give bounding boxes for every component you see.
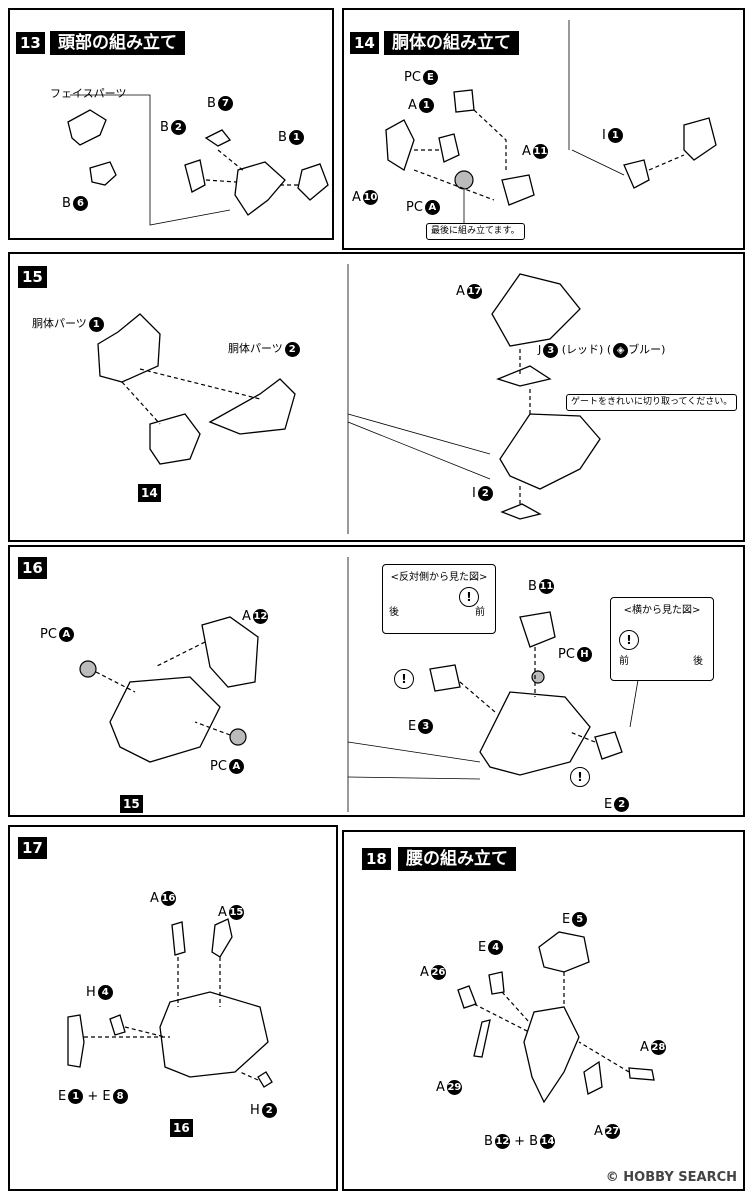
step-number: 18 <box>362 848 391 870</box>
body-join-diagram <box>97 264 601 534</box>
opposite-side-view-callout: <反対側から見た図> 後 前 ! <box>382 564 496 634</box>
assemble-last-note: 最後に組み立てます。 <box>426 223 525 240</box>
step-number: 16 <box>18 557 47 579</box>
head-assembly-diagram <box>67 94 329 226</box>
side-view-callout: <横から見た図> 前 後 ! <box>610 597 714 681</box>
step-number: 13 <box>16 32 45 54</box>
step-title: 腰の組み立て <box>398 847 516 871</box>
step-title: 頭部の組み立て <box>50 31 185 55</box>
step-title: 胴体の組み立て <box>384 31 519 55</box>
alt-part-icon: ◈ <box>613 342 629 358</box>
step-15-reference: 15 <box>120 795 143 813</box>
caution-icon: ! <box>619 630 639 650</box>
step-16-reference: 16 <box>170 1119 193 1137</box>
hip-joint-diagram <box>67 918 273 1088</box>
copyright-icon: © <box>605 1170 619 1185</box>
caution-icon: ! <box>459 587 479 607</box>
caution-icon: ! <box>570 767 590 787</box>
caution-icon: ! <box>394 669 414 689</box>
watermark: © HOBBY SEARCH <box>605 1170 737 1185</box>
torso-joint-diagram <box>79 557 689 812</box>
waist-assembly-diagram <box>457 931 655 1104</box>
gate-trim-note: ゲートをきれいに切り取ってください。 <box>566 394 738 411</box>
step-14-reference: 14 <box>138 484 161 502</box>
step-number: 17 <box>18 837 47 859</box>
step-number: 14 <box>350 32 379 54</box>
step-number: 15 <box>18 266 47 288</box>
face-parts-label: フェイスパーツ <box>50 87 127 100</box>
torso-assembly-diagram <box>385 20 717 225</box>
